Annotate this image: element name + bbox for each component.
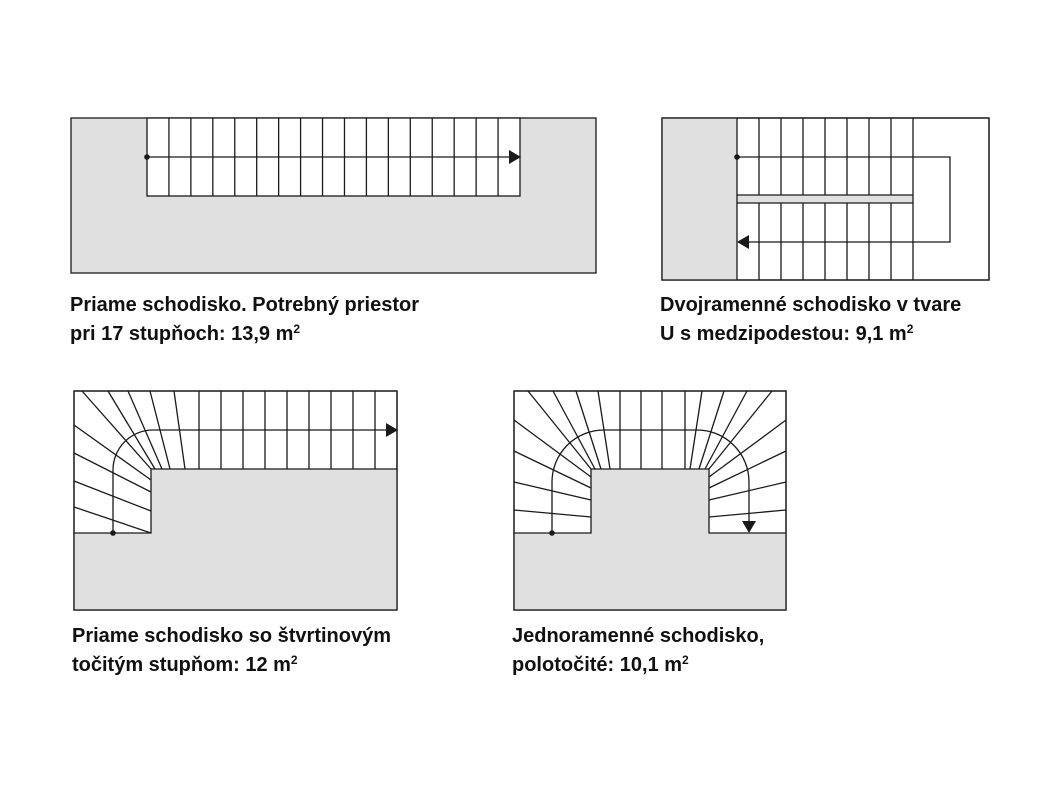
caption-half-turn-staircase: Jednoramenné schodisko, polotočité: 10,1… [512, 622, 764, 680]
plan1-arrow [509, 150, 521, 164]
plan3-winder [127, 390, 163, 470]
plan3-solid [74, 469, 397, 610]
plan4-arrow [742, 521, 756, 533]
caption-text: pri 17 stupňoch: 13,9 m [70, 323, 294, 345]
caption-superscript: 2 [293, 322, 301, 336]
caption-text: polotočité: 10,1 m [512, 654, 683, 676]
plan4-winder [575, 390, 602, 470]
caption-line: polotočité: 10,1 m2 [512, 651, 764, 680]
plan4-inner-edge [514, 468, 786, 534]
plan4-start-dot [549, 530, 555, 536]
plan4-winder [708, 481, 787, 501]
plan2-walk-line [737, 156, 951, 243]
caption-straight-staircase: Priame schodisko. Potrebný priestor pri … [70, 291, 419, 349]
plan-straight-staircase [70, 117, 597, 274]
plan4-winder [708, 390, 773, 470]
caption-superscript: 2 [290, 653, 298, 667]
plan3-start-dot [110, 530, 116, 536]
plan3-winder [107, 390, 156, 470]
plan2-arrow [737, 235, 749, 249]
plan4-winder [708, 509, 787, 518]
plan4-outline [513, 390, 787, 611]
caption-text: točitým stupňom: 12 m [72, 654, 291, 676]
caption-text: U s medzipodestou: 9,1 m [660, 323, 907, 345]
plan4-winder [698, 390, 725, 470]
caption-line: točitým stupňom: 12 m2 [72, 651, 391, 680]
plan4-winder [552, 390, 596, 470]
plan2-solid [662, 118, 737, 280]
plan3-winder [81, 390, 152, 470]
caption-u-shaped-staircase: Dvojramenné schodisko v tvare U s medzip… [660, 291, 961, 349]
plan2-start-dot [734, 154, 740, 160]
plan-u-shaped-staircase [661, 117, 990, 281]
caption-line: Priame schodisko so štvrtinovým [72, 625, 392, 647]
caption-line: U s medzipodestou: 9,1 m2 [660, 320, 961, 349]
caption-line: Jednoramenné schodisko, [512, 625, 765, 647]
plan3-arrow [386, 423, 398, 437]
caption-line: Dvojramenné schodisko v tvare [660, 294, 962, 316]
plan4-walk-line [551, 429, 750, 533]
caption-quarter-turn-staircase: Priame schodisko so štvrtinovým točitým … [72, 622, 391, 680]
plan4-winder [513, 450, 592, 489]
plan4-winder [527, 390, 592, 470]
plan-quarter-turn-staircase [73, 390, 398, 611]
plan4-winder [704, 390, 748, 470]
plan3-walk-line [112, 429, 387, 533]
plan4-solid [514, 469, 786, 610]
plan3-winder [73, 424, 152, 481]
caption-superscript: 2 [906, 322, 914, 336]
caption-superscript: 2 [682, 653, 689, 667]
caption-line: Priame schodisko. Potrebný priestor [70, 294, 419, 316]
plan1-start-dot [144, 154, 150, 160]
plan4-winder [513, 419, 592, 478]
plan-half-turn-staircase [513, 390, 787, 611]
caption-line: pri 17 stupňoch: 13,9 m2 [70, 320, 419, 349]
plan4-winder [708, 419, 787, 478]
plan2-divider [737, 195, 913, 203]
plan3-outline [73, 390, 398, 611]
